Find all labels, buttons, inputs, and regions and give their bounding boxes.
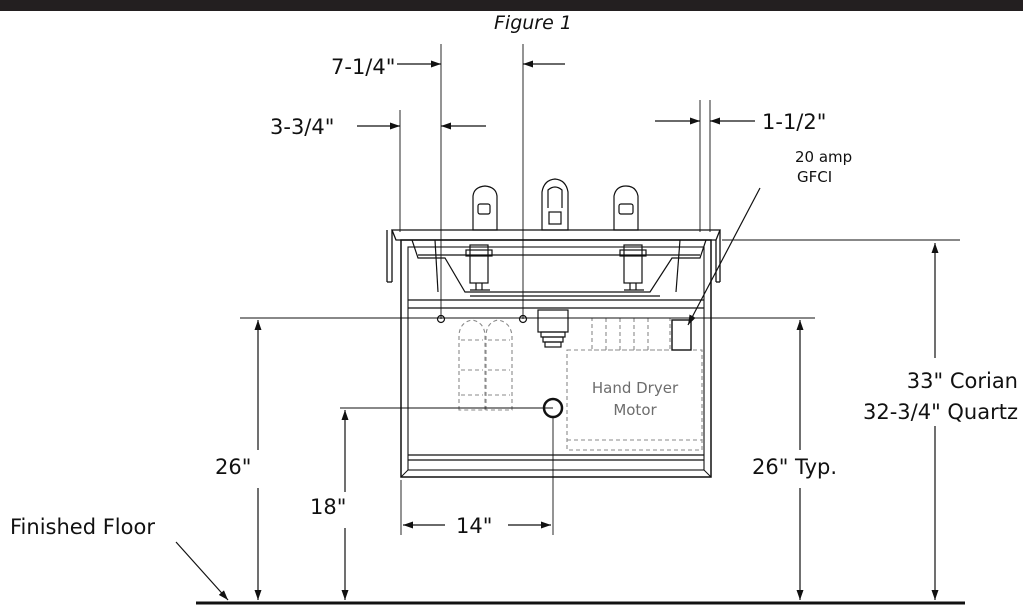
figure-title: Figure 1 — [494, 12, 572, 34]
dim-right-offset: 1-1/2" — [762, 110, 826, 134]
dim-overall-height-alt: 32-3/4" Quartz — [863, 400, 1018, 424]
motor-label-line1: Hand Dryer — [592, 379, 679, 397]
supply-fittings — [436, 309, 569, 348]
countertop — [386, 229, 721, 283]
extension-lines — [240, 44, 960, 535]
dim-drain-offset: 14" — [456, 514, 492, 538]
hidden-soap-bottles — [458, 319, 513, 411]
cabinet — [400, 239, 712, 478]
dim-drain-height: 18" — [310, 495, 346, 519]
dimension-arrows — [175, 60, 939, 601]
sink-basin — [411, 239, 707, 297]
finished-floor-label: Finished Floor — [10, 515, 155, 539]
motor-label-line2: Motor — [613, 401, 657, 419]
dim-cabinet-height-typ: 26" Typ. — [752, 455, 837, 479]
hand-dryer-nozzle — [613, 185, 647, 291]
dim-side-offset: 3-3/4" — [270, 115, 334, 139]
gfci-label-line1: 20 amp — [795, 148, 852, 166]
dim-faucet-spacing: 7-1/4" — [331, 55, 395, 79]
title-bar — [0, 0, 1023, 11]
dim-overall-height: 33" Corian — [907, 369, 1018, 393]
gfci-label-line2: GFCI — [797, 168, 832, 186]
gfci-outlet — [671, 319, 692, 351]
soap-dispenser — [465, 185, 498, 291]
dim-cabinet-height: 26" — [215, 455, 251, 479]
faucet — [541, 178, 569, 231]
